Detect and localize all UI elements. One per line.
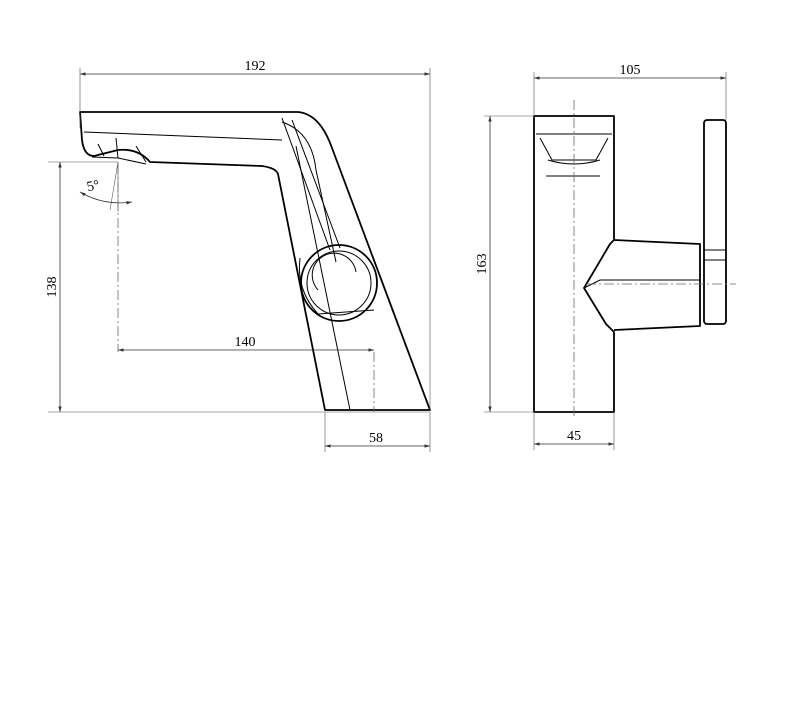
front-overall-width-label: 105 [620,63,641,78]
dimension-side-reach: 140 [117,164,375,412]
dimension-side-height: 138 [45,161,430,413]
spout-angle-label: 5° [86,178,101,195]
side-view: 192 138 5° 140 58 [45,59,431,452]
front-height-label: 163 [475,254,490,275]
side-view-faucet-outline [79,111,431,411]
dimension-spout-angle: 5° [79,161,133,212]
dimension-side-overall-width: 192 [79,59,431,410]
front-base-width-label: 45 [567,429,581,444]
side-overall-width-label: 192 [245,59,266,74]
dimension-front-height: 163 [475,115,534,413]
dimension-front-base-width: 45 [533,412,615,450]
side-reach-label: 140 [235,335,256,350]
front-view-faucet-outline [533,100,736,418]
dimension-side-base-depth: 58 [324,412,431,452]
front-view: 105 163 45 [475,63,736,450]
side-height-label: 138 [45,277,60,298]
side-base-depth-label: 58 [369,431,383,446]
dimension-front-overall-width: 105 [533,63,727,120]
